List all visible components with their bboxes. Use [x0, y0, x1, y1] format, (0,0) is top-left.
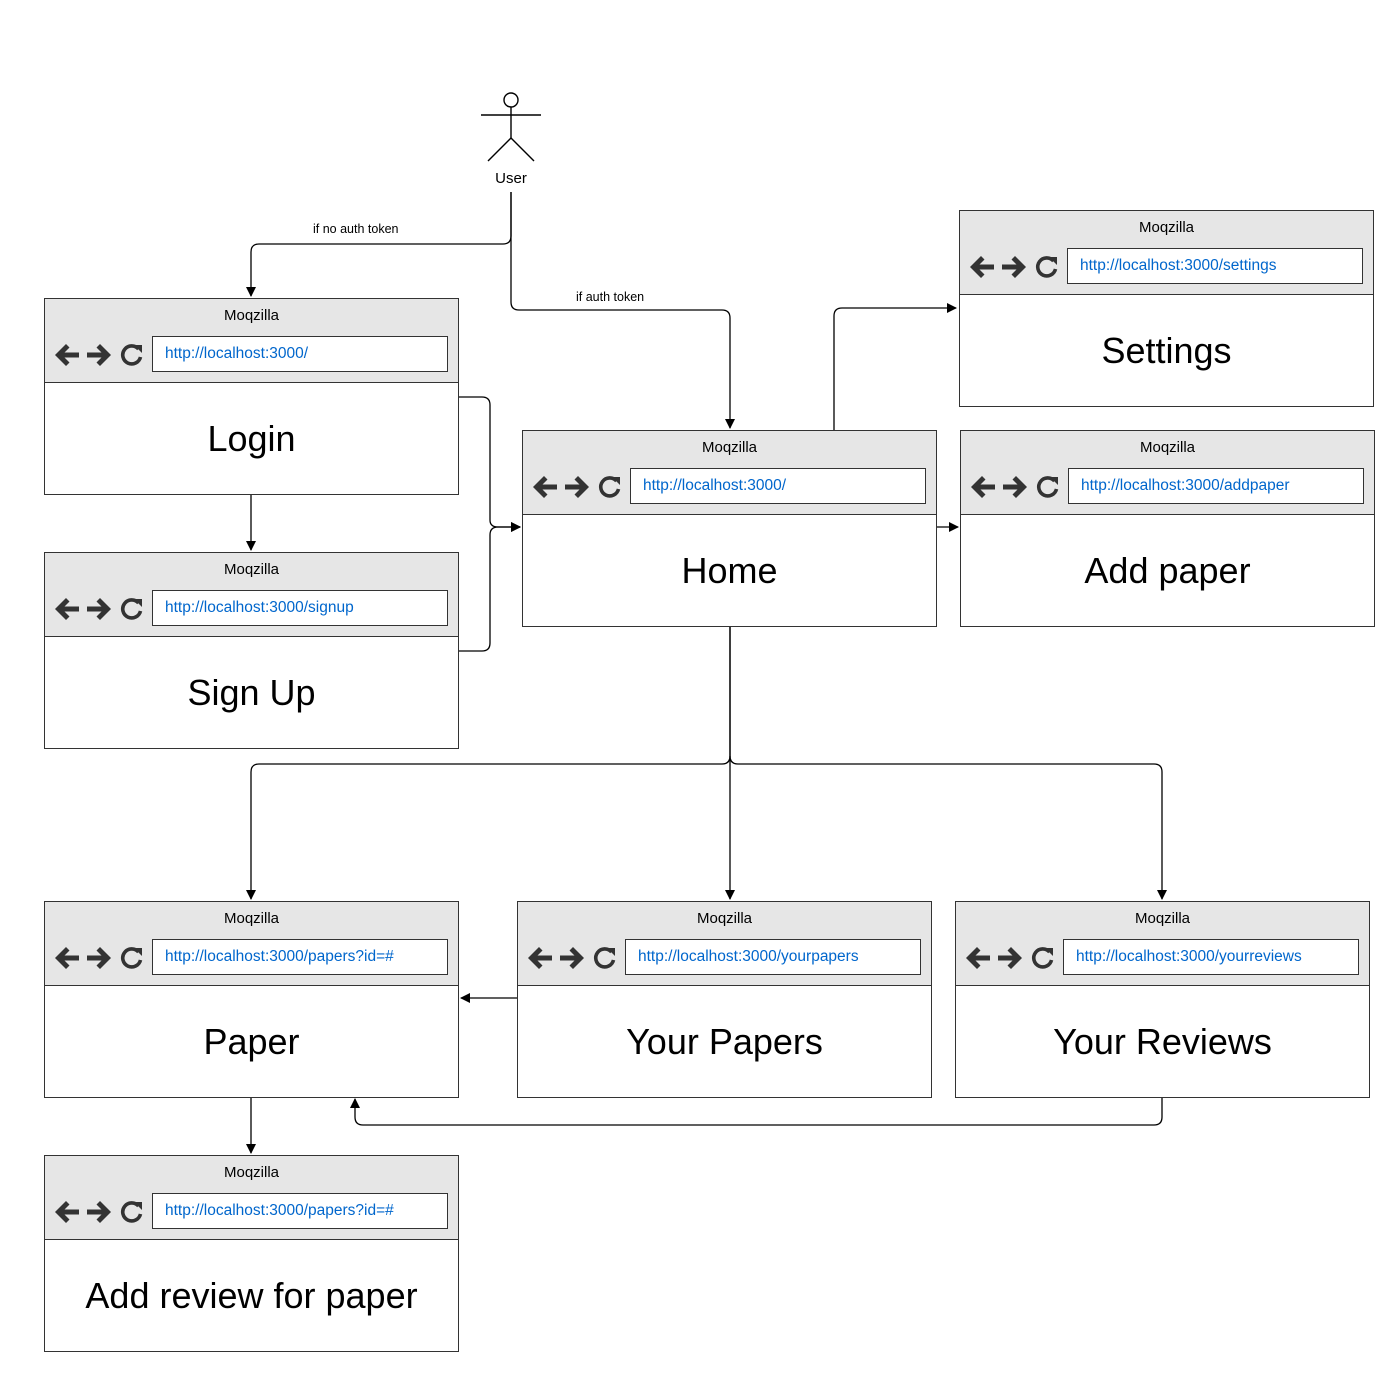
arrow-right-icon [998, 947, 1022, 969]
window-settings: Moqzilla http://localhost:3000/settings … [959, 210, 1374, 407]
window-yourpapers: Moqzilla http://localhost:3000/yourpaper… [517, 901, 932, 1098]
address-bar: http://localhost:3000/ [630, 468, 926, 504]
arrow-left-icon [970, 256, 994, 278]
window-addreview: Moqzilla http://localhost:3000/papers?id… [44, 1155, 459, 1352]
reload-icon [593, 947, 616, 969]
browser-title: Moqzilla [223, 561, 280, 578]
edge-home-to-settings [833, 303, 957, 430]
browser-title: Moqzilla [1139, 439, 1196, 456]
arrow-left-icon [55, 947, 79, 969]
browser-title: Moqzilla [223, 307, 280, 324]
reload-icon [1035, 256, 1058, 278]
browser-nav-buttons [528, 946, 620, 970]
address-bar: http://localhost:3000/papers?id=# [152, 939, 448, 975]
arrow-right-icon [87, 947, 111, 969]
edge-login-to-home [459, 396, 521, 532]
address-bar: http://localhost:3000/signup [152, 590, 448, 626]
arrow-left-icon [55, 344, 79, 366]
window-yourreviews: Moqzilla http://localhost:3000/yourrevie… [955, 901, 1370, 1098]
browser-nav-buttons [55, 946, 147, 970]
reload-icon [120, 947, 143, 969]
page-content-label: Login [207, 417, 296, 459]
browser-nav-buttons [966, 946, 1058, 970]
browser-chrome: Moqzilla http://localhost:3000/settings [960, 211, 1373, 295]
arrow-right-icon [87, 344, 111, 366]
address-bar: http://localhost:3000/yourreviews [1063, 939, 1359, 975]
address-bar: http://localhost:3000/addpaper [1068, 468, 1364, 504]
arrow-right-icon [560, 947, 584, 969]
browser-title: Moqzilla [223, 910, 280, 927]
browser-chrome: Moqzilla http://localhost:3000/addpaper [961, 431, 1374, 515]
arrow-right-icon [565, 476, 589, 498]
window-signup: Moqzilla http://localhost:3000/signup Si… [44, 552, 459, 749]
browser-nav-buttons [55, 597, 147, 621]
browser-title: Moqzilla [1138, 219, 1195, 236]
browser-chrome: Moqzilla http://localhost:3000/yourrevie… [956, 902, 1369, 986]
browser-chrome: Moqzilla http://localhost:3000/ [45, 299, 458, 383]
reload-icon [120, 344, 143, 366]
address-bar: http://localhost:3000/ [152, 336, 448, 372]
browser-nav-buttons [533, 475, 625, 499]
browser-nav-buttons [970, 255, 1062, 279]
arrow-left-icon [971, 476, 995, 498]
browser-title: Moqzilla [696, 910, 753, 927]
edge-signup-to-home [459, 522, 521, 652]
page-content-label: Sign Up [187, 671, 316, 713]
arrow-right-icon [1003, 476, 1027, 498]
page-content-label: Home [681, 549, 778, 591]
browser-title: Moqzilla [701, 439, 758, 456]
window-home: Moqzilla http://localhost:3000/ Home [522, 430, 937, 627]
arrow-right-icon [87, 1201, 111, 1223]
edge-home-to-yourreviews [729, 755, 1167, 900]
browser-chrome: Moqzilla http://localhost:3000/ [523, 431, 936, 515]
edge-user-to-home [510, 192, 735, 429]
edge-label-auth: if auth token [576, 290, 645, 304]
page-content-label: Add paper [1084, 549, 1251, 591]
arrow-right-icon [1002, 256, 1026, 278]
arrow-left-icon [528, 947, 552, 969]
reload-icon [120, 598, 143, 620]
arrow-left-icon [55, 598, 79, 620]
reload-icon [120, 1201, 143, 1223]
browser-chrome: Moqzilla http://localhost:3000/signup [45, 553, 458, 637]
window-paper: Moqzilla http://localhost:3000/papers?id… [44, 901, 459, 1098]
stick-figure-icon [481, 92, 541, 162]
arrow-right-icon [87, 598, 111, 620]
browser-chrome: Moqzilla http://localhost:3000/yourpaper… [518, 902, 931, 986]
browser-title: Moqzilla [1134, 910, 1191, 927]
browser-nav-buttons [971, 475, 1063, 499]
arrow-left-icon [55, 1201, 79, 1223]
address-bar: http://localhost:3000/settings [1067, 248, 1363, 284]
browser-nav-buttons [55, 343, 147, 367]
page-content-label: Paper [203, 1020, 300, 1062]
browser-chrome: Moqzilla http://localhost:3000/papers?id… [45, 1156, 458, 1240]
window-login: Moqzilla http://localhost:3000/ Login [44, 298, 459, 495]
reload-icon [1036, 476, 1059, 498]
edge-user-to-login [246, 192, 512, 297]
user-actor [478, 90, 544, 166]
arrow-left-icon [533, 476, 557, 498]
window-addpaper: Moqzilla http://localhost:3000/addpaper … [960, 430, 1375, 627]
page-content-label: Your Papers [626, 1020, 823, 1062]
edge-label-no-auth: if no auth token [313, 222, 399, 236]
browser-title: Moqzilla [223, 1164, 280, 1181]
reload-icon [598, 476, 621, 498]
browser-nav-buttons [55, 1200, 147, 1224]
reload-icon [1031, 947, 1054, 969]
user-actor-label: User [495, 170, 527, 187]
address-bar: http://localhost:3000/papers?id=# [152, 1193, 448, 1229]
arrow-left-icon [966, 947, 990, 969]
address-bar: http://localhost:3000/yourpapers [625, 939, 921, 975]
page-content-label: Settings [1101, 329, 1232, 371]
browser-chrome: Moqzilla http://localhost:3000/papers?id… [45, 902, 458, 986]
page-content-label: Add review for paper [85, 1274, 418, 1316]
page-content-label: Your Reviews [1053, 1020, 1272, 1062]
edge-yourreviews-to-paper [350, 1097, 1163, 1126]
